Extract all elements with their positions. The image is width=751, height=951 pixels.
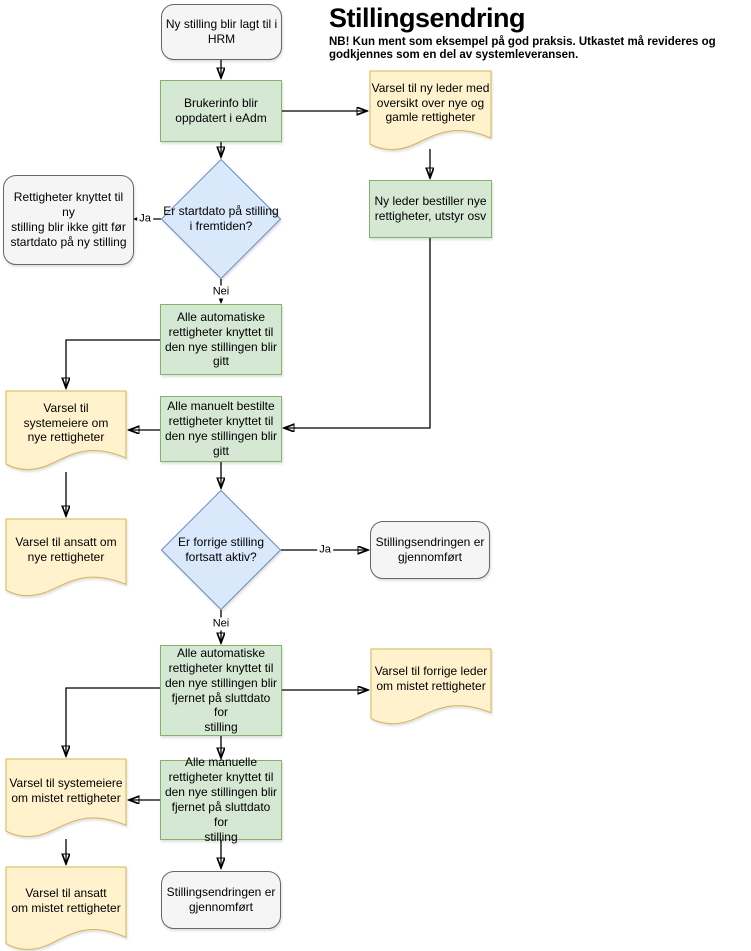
node-label: Ny stilling blir lagt til i HRM xyxy=(165,17,278,46)
node-brukerinfo-eadm: Brukerinfo blir oppdatert i eAdm xyxy=(160,80,282,142)
page-title: Stillingsendring xyxy=(329,3,526,33)
node-auto-rettigheter-gitt: Alle automatiske rettigheter knyttet til… xyxy=(160,304,282,375)
note-label: Varsel til forrige leder om mistet retti… xyxy=(374,664,488,693)
edge-bestiller-to-manuelt xyxy=(284,238,431,428)
decision-label: Er forrige stilling fortsatt aktiv? xyxy=(177,535,265,564)
title-block: Stillingsendring NB! Kun ment som eksemp… xyxy=(329,3,751,63)
node-label: Stillingsendringen er gjennomført xyxy=(166,885,276,914)
document-shape xyxy=(5,518,127,598)
note-varsel-systemeiere-nye: Varsel til systemeiere om nye rettighete… xyxy=(5,390,127,472)
document-shape xyxy=(5,866,127,951)
decision-forrige-stilling-aktiv: Er forrige stilling fortsatt aktiv? xyxy=(161,490,281,610)
node-manuelle-rettigheter-fjernet: Alle manuelle rettigheter knyttet til de… xyxy=(160,755,282,844)
document-shape xyxy=(5,758,127,839)
diamond-shape xyxy=(161,490,281,610)
note-varsel-ansatt-mistet: Varsel til ansatt om mistet rettigheter xyxy=(5,866,127,951)
node-auto-rettigheter-fjernet: Alle automatiske rettigheter knyttet til… xyxy=(160,645,282,736)
node-ny-leder-bestiller: Ny leder bestiller nye rettigheter, utst… xyxy=(369,180,492,238)
note-varsel-systemeiere-mistet: Varsel til systemeiere om mistet rettigh… xyxy=(5,758,127,839)
node-label: Alle automatiske rettigheter knyttet til… xyxy=(164,645,278,735)
note-label: Varsel til ansatt om nye rettigheter xyxy=(15,535,117,564)
node-label: Rettigheter knyttet til ny stilling blir… xyxy=(10,190,127,249)
node-label: Stillingsendringen er gjennomført xyxy=(375,535,485,564)
note-varsel-forrige-leder: Varsel til forrige leder om mistet retti… xyxy=(370,648,492,726)
node-label: Alle manuelt bestilte rettigheter knytte… xyxy=(164,399,278,458)
decision-startdato-fremtiden: Er startdato på stilling i fremtiden? xyxy=(161,159,281,279)
document-shape xyxy=(5,390,127,472)
node-manuelt-bestilte-gitt: Alle manuelt bestilte rettigheter knytte… xyxy=(160,396,282,462)
edge-label-nei-forrige: Nei xyxy=(210,617,232,631)
note-varsel-ny-leder: Varsel til ny leder med oversikt over ny… xyxy=(369,70,492,152)
node-ny-stilling-hrm: Ny stilling blir lagt til i HRM xyxy=(161,4,282,60)
note-label: Varsel til ansatt om mistet rettigheter xyxy=(11,886,121,915)
node-label: Alle automatiske rettigheter knyttet til… xyxy=(164,309,278,369)
note-label: Varsel til systemeiere om mistet rettigh… xyxy=(9,775,123,805)
edge-auto-gitt-to-varsel-systemeiere xyxy=(66,339,160,388)
edge-auto-fjernet-to-varsel-systemeiere-mistet xyxy=(66,687,160,756)
edge-label-ja-forrige: Ja xyxy=(317,543,333,557)
page-subtitle: NB! Kun ment som eksempel på god praksis… xyxy=(329,35,716,62)
node-label: Ny leder bestiller nye rettigheter, utst… xyxy=(374,194,487,223)
node-label: Brukerinfo blir oppdatert i eAdm xyxy=(175,96,267,125)
diamond-shape xyxy=(161,159,281,279)
note-label: Varsel til systemeiere om nye rettighete… xyxy=(23,400,109,445)
document-shape xyxy=(370,648,492,726)
note-varsel-ansatt-nye: Varsel til ansatt om nye rettigheter xyxy=(5,518,127,598)
decision-label: Er startdato på stilling i fremtiden? xyxy=(163,204,279,233)
node-label: Alle manuelle rettigheter knyttet til de… xyxy=(164,755,278,844)
note-label: Varsel til ny leder med oversikt over ny… xyxy=(371,80,490,125)
edge-label-nei-startdato: Nei xyxy=(210,285,232,299)
node-rettigheter-ikke-gitt: Rettigheter knyttet til ny stilling blir… xyxy=(3,175,134,265)
node-stillingsendring-gjennomfort-1: Stillingsendringen er gjennomført xyxy=(370,521,490,579)
node-stillingsendring-gjennomfort-2: Stillingsendringen er gjennomført xyxy=(161,871,281,929)
document-shape xyxy=(369,70,492,152)
edge-label-ja-startdato: Ja xyxy=(137,212,153,226)
